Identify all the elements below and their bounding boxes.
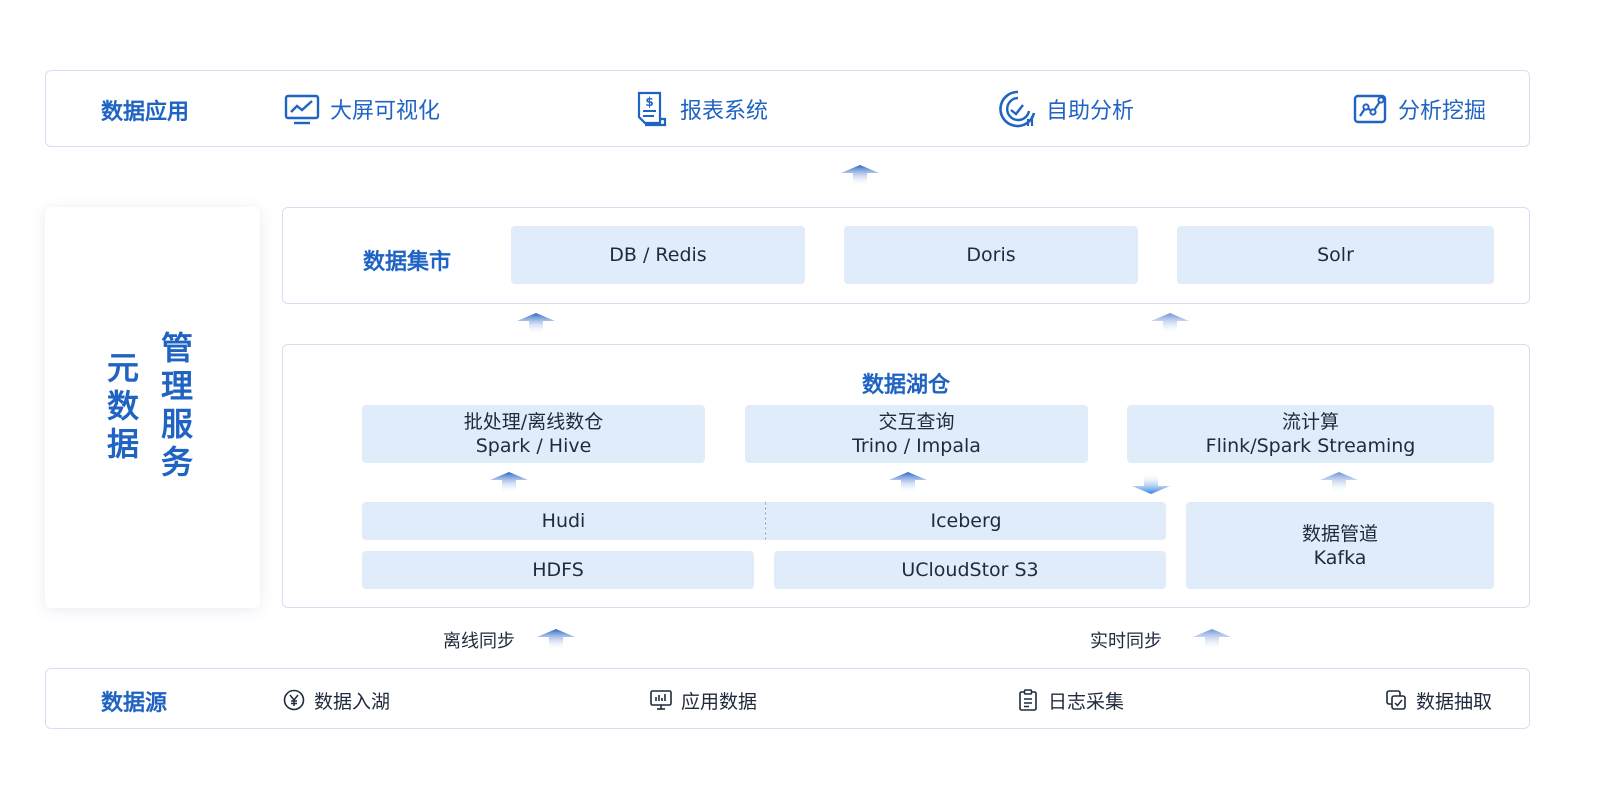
engine-batch-box[interactable]: 批处理/离线数仓 Spark / Hive xyxy=(362,405,705,463)
app-label: 分析挖掘 xyxy=(1398,99,1487,124)
box-label: Iceberg xyxy=(930,510,1002,532)
iceberg-box[interactable]: Iceberg xyxy=(766,502,1166,540)
box-label: Solr xyxy=(1317,244,1354,266)
app-label: 自助分析 xyxy=(1046,99,1135,124)
up-arrow-icon xyxy=(1151,313,1189,334)
box-sublabel: Spark / Hive xyxy=(475,435,592,457)
clipboard-icon xyxy=(1019,689,1037,711)
management-char: 务 xyxy=(161,443,194,481)
mart-db-redis-box[interactable]: DB / Redis xyxy=(511,226,805,284)
app-label: 报表系统 xyxy=(680,99,769,124)
mart-solr-box[interactable]: Solr xyxy=(1177,226,1494,284)
data-sources-title: 数据源 xyxy=(101,691,168,716)
svg-text:$: $ xyxy=(645,95,653,109)
monitor-chart-icon xyxy=(284,94,320,125)
engine-stream-box[interactable]: 流计算 Flink/Spark Streaming xyxy=(1127,405,1494,463)
metadata-service-panel: 元 数 据 管 理 服 务 xyxy=(45,207,260,608)
up-arrow-icon xyxy=(1193,629,1231,650)
yen-circle-icon xyxy=(283,689,305,711)
box-label: Doris xyxy=(966,244,1016,266)
mart-doris-box[interactable]: Doris xyxy=(844,226,1138,284)
data-lakehouse-title: 数据湖仓 xyxy=(861,373,950,398)
offline-sync-label: 离线同步 xyxy=(443,631,515,652)
kafka-pipeline-box[interactable]: 数据管道 Kafka xyxy=(1186,502,1494,589)
box-label: HDFS xyxy=(532,559,584,581)
hudi-box[interactable]: Hudi xyxy=(362,502,765,540)
source-label: 数据抽取 xyxy=(1416,690,1493,713)
data-mart-panel: 数据集市 DB / Redis Doris Solr xyxy=(282,207,1530,304)
box-sublabel: Kafka xyxy=(1313,546,1367,569)
metadata-char: 据 xyxy=(107,425,140,463)
data-mart-title: 数据集市 xyxy=(363,250,452,275)
metadata-char: 数 xyxy=(107,387,140,425)
metadata-char: 元 xyxy=(107,349,140,387)
management-char: 管 xyxy=(161,329,194,367)
engine-interactive-box[interactable]: 交互查询 Trino / Impala xyxy=(745,405,1088,463)
box-label: 数据管道 xyxy=(1301,522,1378,545)
down-arrow-icon xyxy=(1132,473,1170,494)
app-label: 大屏可视化 xyxy=(330,99,441,124)
app-item-mining[interactable]: 分析挖掘 xyxy=(1350,89,1486,129)
ucloudstor-s3-box[interactable]: UCloudStor S3 xyxy=(774,551,1166,589)
hdfs-box[interactable]: HDFS xyxy=(362,551,754,589)
box-sublabel: Flink/Spark Streaming xyxy=(1205,435,1416,457)
source-item-app-data[interactable]: 应用数据 xyxy=(649,686,757,714)
box-label: DB / Redis xyxy=(609,244,707,266)
source-item-extract[interactable]: 数据抽取 xyxy=(1384,686,1492,714)
box-label: UCloudStor S3 xyxy=(901,559,1039,581)
extract-copy-icon xyxy=(1386,690,1406,710)
up-arrow-icon xyxy=(517,313,555,334)
source-label: 应用数据 xyxy=(681,690,758,713)
realtime-sync-label: 实时同步 xyxy=(1090,631,1162,652)
source-label: 日志采集 xyxy=(1048,690,1125,713)
monitor-bars-icon xyxy=(650,690,672,710)
up-arrow-icon xyxy=(841,165,879,186)
box-label: 批处理/离线数仓 xyxy=(463,411,604,433)
up-arrow-icon xyxy=(490,472,528,493)
mining-chart-icon xyxy=(1353,94,1387,124)
source-item-lake-ingest[interactable]: 数据入湖 xyxy=(282,686,390,714)
management-char: 理 xyxy=(161,367,194,405)
format-divider xyxy=(765,502,766,540)
box-label: Hudi xyxy=(541,510,586,532)
data-apps-panel: 数据应用 大屏可视化 $ 报表系统 自助分析 xyxy=(45,70,1530,147)
box-label: 流计算 xyxy=(1281,411,1339,433)
data-lakehouse-panel: 数据湖仓 批处理/离线数仓 Spark / Hive 交互查询 Trino / … xyxy=(282,344,1530,608)
up-arrow-icon xyxy=(889,472,927,493)
app-item-big-screen[interactable]: 大屏可视化 xyxy=(282,89,440,129)
data-sources-panel: 数据源 数据入湖 应用数据 日志采集 xyxy=(45,668,1530,729)
report-dollar-icon: $ xyxy=(637,91,667,127)
metadata-label: 元 数 据 xyxy=(107,349,139,463)
box-label: 交互查询 xyxy=(878,411,955,433)
management-char: 服 xyxy=(161,405,194,443)
up-arrow-icon xyxy=(1320,472,1358,493)
source-label: 数据入湖 xyxy=(314,690,391,713)
box-sublabel: Trino / Impala xyxy=(852,435,981,457)
source-item-log-collect[interactable]: 日志采集 xyxy=(1016,686,1124,714)
up-arrow-icon xyxy=(537,629,575,650)
analysis-gauge-icon xyxy=(999,90,1036,128)
app-item-self-analysis[interactable]: 自助分析 xyxy=(998,89,1134,129)
management-service-label: 管 理 服 务 xyxy=(161,329,193,481)
app-item-report[interactable]: $ 报表系统 xyxy=(632,89,768,129)
data-apps-title: 数据应用 xyxy=(101,100,190,125)
